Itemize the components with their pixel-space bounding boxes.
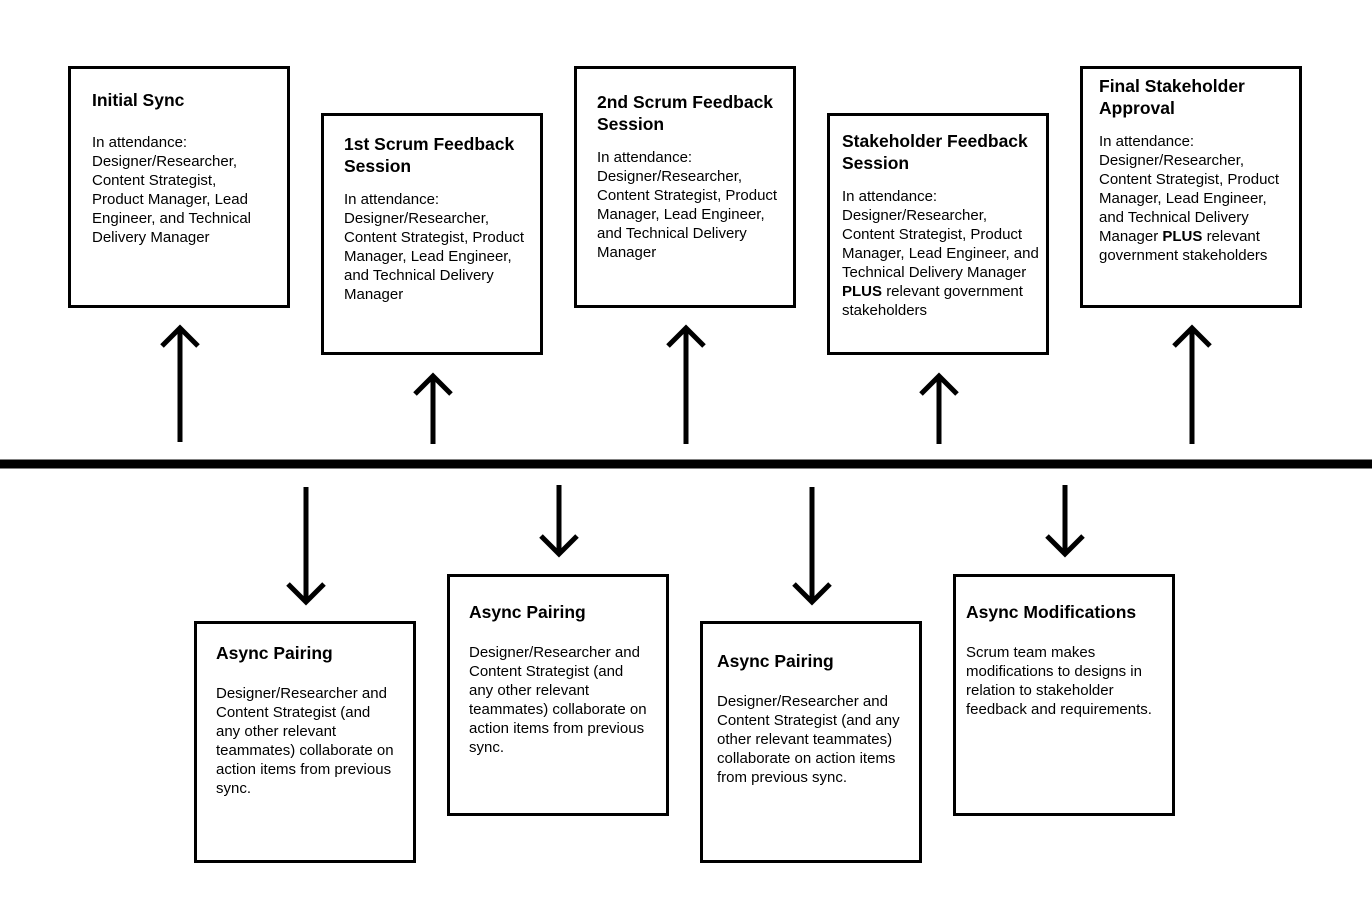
stage-box-initial-sync: Initial Sync In attendance: Designer/Res…: [68, 66, 290, 308]
stage-box-2nd-scrum-feedback: 2nd Scrum Feedback Session In attendance…: [574, 66, 796, 308]
stage-title: Final Stakeholder Approval: [1099, 76, 1245, 118]
stage-box-async-pairing: Async Pairing Designer/Researcher and Co…: [447, 574, 669, 816]
stage-title: Initial Sync: [92, 90, 185, 110]
stage-description: Designer/Researcher and Content Strategi…: [216, 685, 394, 797]
stage-title: Async Pairing: [216, 643, 333, 663]
stage-description: In attendance: Designer/Researcher, Cont…: [842, 188, 1039, 319]
stage-title: Async Pairing: [469, 602, 586, 622]
down-arrow: [539, 485, 579, 558]
up-arrow: [919, 372, 959, 444]
stage-box-1st-scrum-feedback: 1st Scrum Feedback Session In attendance…: [321, 113, 543, 355]
up-arrow: [160, 324, 200, 442]
stage-description: Scrum team makes modifications to design…: [966, 644, 1152, 718]
stage-title: Async Modifications: [966, 602, 1137, 622]
up-arrow: [413, 372, 453, 444]
stage-description: Designer/Researcher and Content Strategi…: [717, 693, 900, 786]
stage-box-async-modifications: Async Modifications Scrum team makes mod…: [953, 574, 1175, 816]
stage-title: Stakeholder Feedback Session: [842, 131, 1028, 173]
stage-description: In attendance: Designer/Researcher, Cont…: [597, 149, 778, 261]
stage-title: 1st Scrum Feedback Session: [344, 134, 515, 176]
stage-title: Async Pairing: [717, 651, 834, 671]
stage-description: In attendance: Designer/Researcher, Cont…: [92, 134, 252, 246]
stage-box-final-stakeholder-approval: Final Stakeholder Approval In attendance…: [1080, 66, 1302, 308]
up-arrow: [666, 324, 706, 444]
stage-box-stakeholder-feedback: Stakeholder Feedback Session In attendan…: [827, 113, 1049, 355]
stage-description: Designer/Researcher and Content Strategi…: [469, 644, 647, 756]
stage-title: 2nd Scrum Feedback Session: [597, 92, 774, 134]
stage-description: In attendance: Designer/Researcher, Cont…: [344, 191, 525, 303]
stage-description: In attendance: Designer/Researcher, Cont…: [1099, 133, 1280, 264]
down-arrow: [792, 487, 832, 606]
up-arrow: [1172, 324, 1212, 444]
down-arrow: [1045, 485, 1085, 558]
down-arrow: [286, 487, 326, 606]
stage-box-async-pairing: Async Pairing Designer/Researcher and Co…: [700, 621, 922, 863]
stage-box-async-pairing: Async Pairing Designer/Researcher and Co…: [194, 621, 416, 863]
